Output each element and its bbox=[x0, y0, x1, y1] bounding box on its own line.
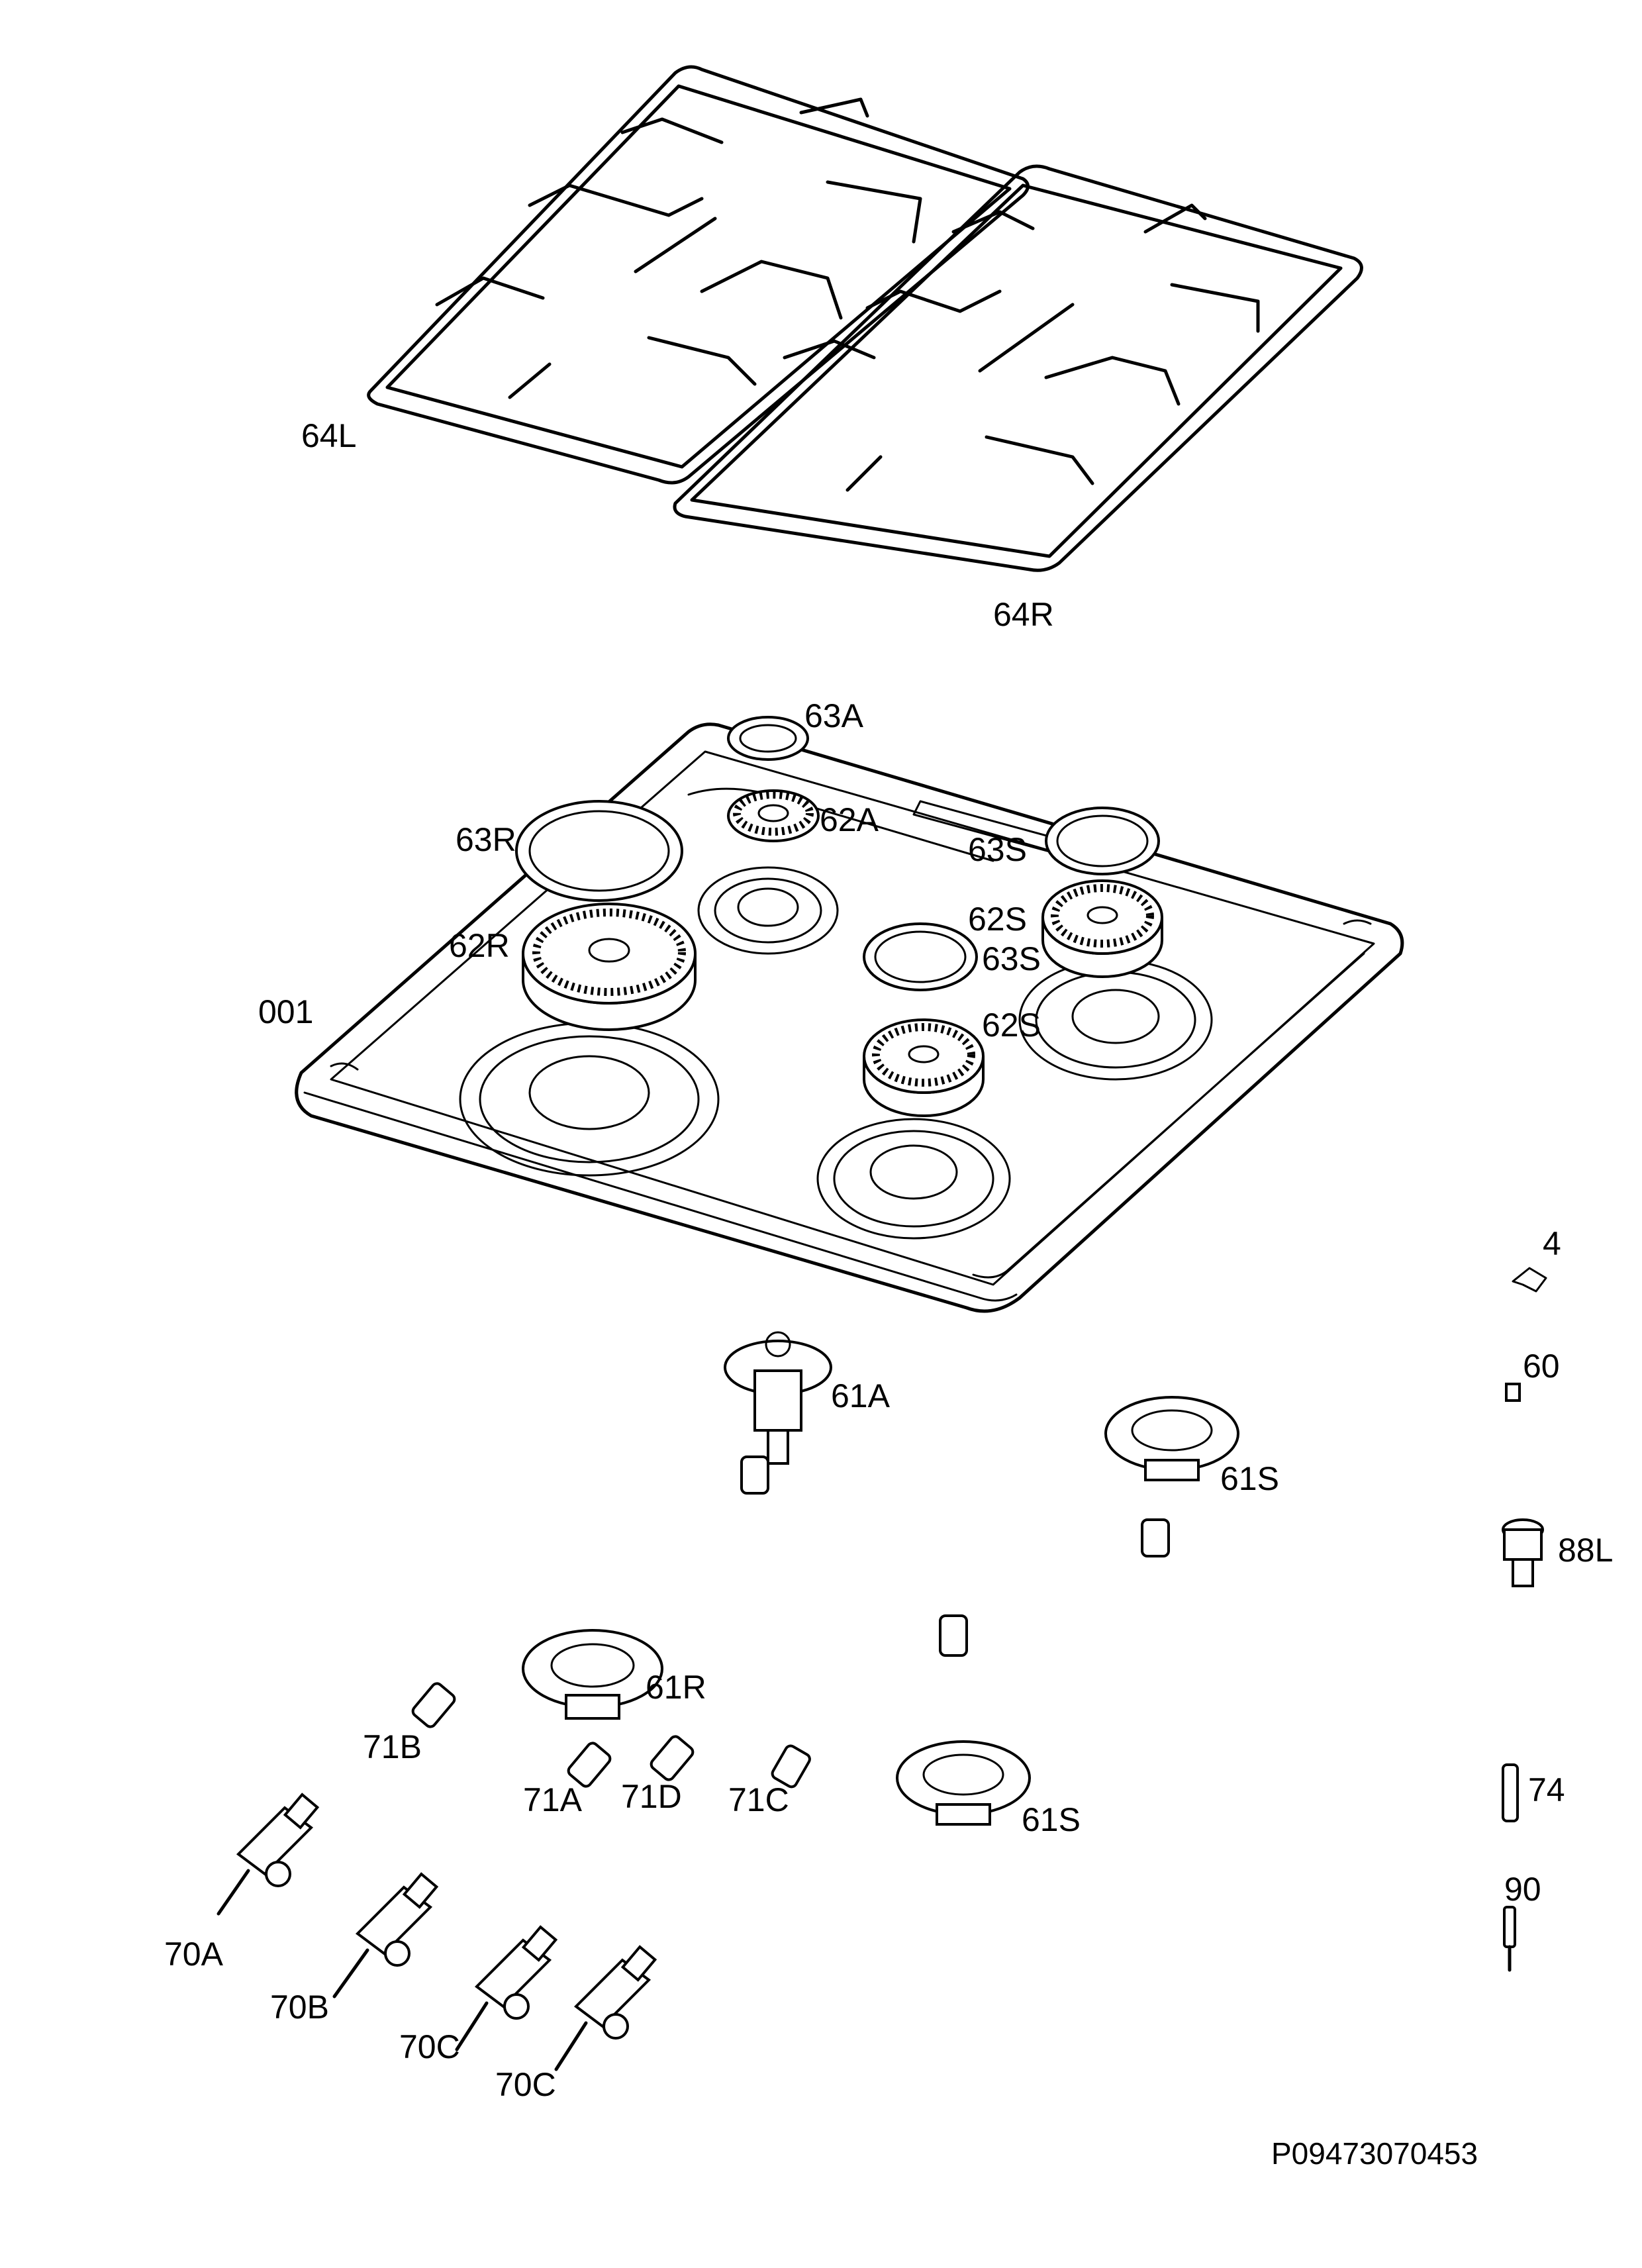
label-71A: 71A bbox=[523, 1781, 583, 1818]
label-70B: 70B bbox=[270, 1989, 329, 2026]
label-63S-a: 63S bbox=[968, 831, 1027, 868]
drawing-reference-number: P09473070453 bbox=[1271, 2136, 1478, 2171]
burner-crown-semi-rear[interactable] bbox=[1041, 879, 1163, 978]
burner-cap-semi-rear[interactable] bbox=[1045, 807, 1160, 875]
burner-base-aux[interactable] bbox=[724, 1331, 832, 1465]
label-64L: 64L bbox=[301, 417, 356, 454]
pan-support-left[interactable] bbox=[367, 65, 1030, 485]
label-70C-a: 70C bbox=[399, 2028, 460, 2065]
burner-crown-semi-front[interactable] bbox=[863, 1018, 985, 1117]
label-4: 4 bbox=[1543, 1225, 1561, 1262]
burner-cap-rapid[interactable] bbox=[515, 800, 683, 902]
label-71C: 71C bbox=[728, 1781, 789, 1818]
label-62S-a: 62S bbox=[968, 901, 1027, 938]
burner-well-front-semi bbox=[816, 1118, 1011, 1240]
gas-pipe-71A[interactable] bbox=[566, 1557, 699, 1789]
burner-base-semi-a[interactable] bbox=[1104, 1396, 1239, 1481]
burner-crown-rapid[interactable] bbox=[522, 903, 697, 1031]
burner-crown-aux[interactable] bbox=[727, 789, 820, 842]
label-74: 74 bbox=[1528, 1771, 1565, 1808]
label-71B: 71B bbox=[363, 1728, 422, 1765]
burner-cap-aux[interactable] bbox=[727, 716, 809, 761]
burner-well-front-rapid bbox=[459, 1022, 720, 1177]
label-70A: 70A bbox=[164, 1936, 224, 1973]
burner-cap-semi-front[interactable] bbox=[863, 922, 978, 991]
burner-base-semi-b[interactable] bbox=[896, 1740, 1031, 1826]
label-62R: 62R bbox=[449, 927, 510, 964]
connector-part-88L[interactable] bbox=[1502, 1518, 1544, 1587]
label-63R: 63R bbox=[456, 821, 516, 858]
gas-pipe-71D[interactable] bbox=[649, 1590, 968, 1782]
gas-tap-70C-b[interactable] bbox=[554, 1945, 657, 2071]
label-90: 90 bbox=[1504, 1871, 1541, 1908]
label-71D: 71D bbox=[621, 1778, 682, 1815]
burner-base-rapid[interactable] bbox=[522, 1629, 663, 1720]
label-60: 60 bbox=[1523, 1348, 1560, 1385]
gas-tap-70B[interactable] bbox=[332, 1872, 439, 1998]
screw-part-60[interactable] bbox=[1505, 1383, 1521, 1402]
label-61R: 61R bbox=[646, 1669, 706, 1706]
pan-support-right[interactable] bbox=[673, 164, 1363, 572]
label-61S-a: 61S bbox=[1220, 1460, 1279, 1497]
burner-well-rear-aux bbox=[697, 866, 839, 955]
label-62S-b: 62S bbox=[982, 1007, 1041, 1044]
gas-tap-70C-a[interactable] bbox=[455, 1925, 558, 2051]
label-62A: 62A bbox=[820, 801, 879, 838]
gas-tap-70A[interactable] bbox=[217, 1793, 320, 1916]
label-70C-b: 70C bbox=[495, 2066, 556, 2103]
gas-pipe-71B[interactable] bbox=[410, 1455, 769, 1729]
label-63A: 63A bbox=[804, 697, 864, 734]
label-64R: 64R bbox=[993, 596, 1054, 633]
clip-part-4[interactable] bbox=[1512, 1267, 1547, 1293]
gas-pipe-71C[interactable] bbox=[771, 1518, 1170, 1789]
label-61S-b: 61S bbox=[1022, 1801, 1081, 1838]
thermocouple-part-74[interactable] bbox=[1502, 1763, 1519, 1822]
label-61A: 61A bbox=[831, 1377, 891, 1414]
spark-plug-part-90[interactable] bbox=[1503, 1906, 1516, 1972]
label-88L: 88L bbox=[1558, 1532, 1613, 1569]
label-63S-b: 63S bbox=[982, 940, 1041, 977]
label-001: 001 bbox=[258, 993, 313, 1030]
burner-well-right-semi bbox=[1018, 959, 1213, 1081]
